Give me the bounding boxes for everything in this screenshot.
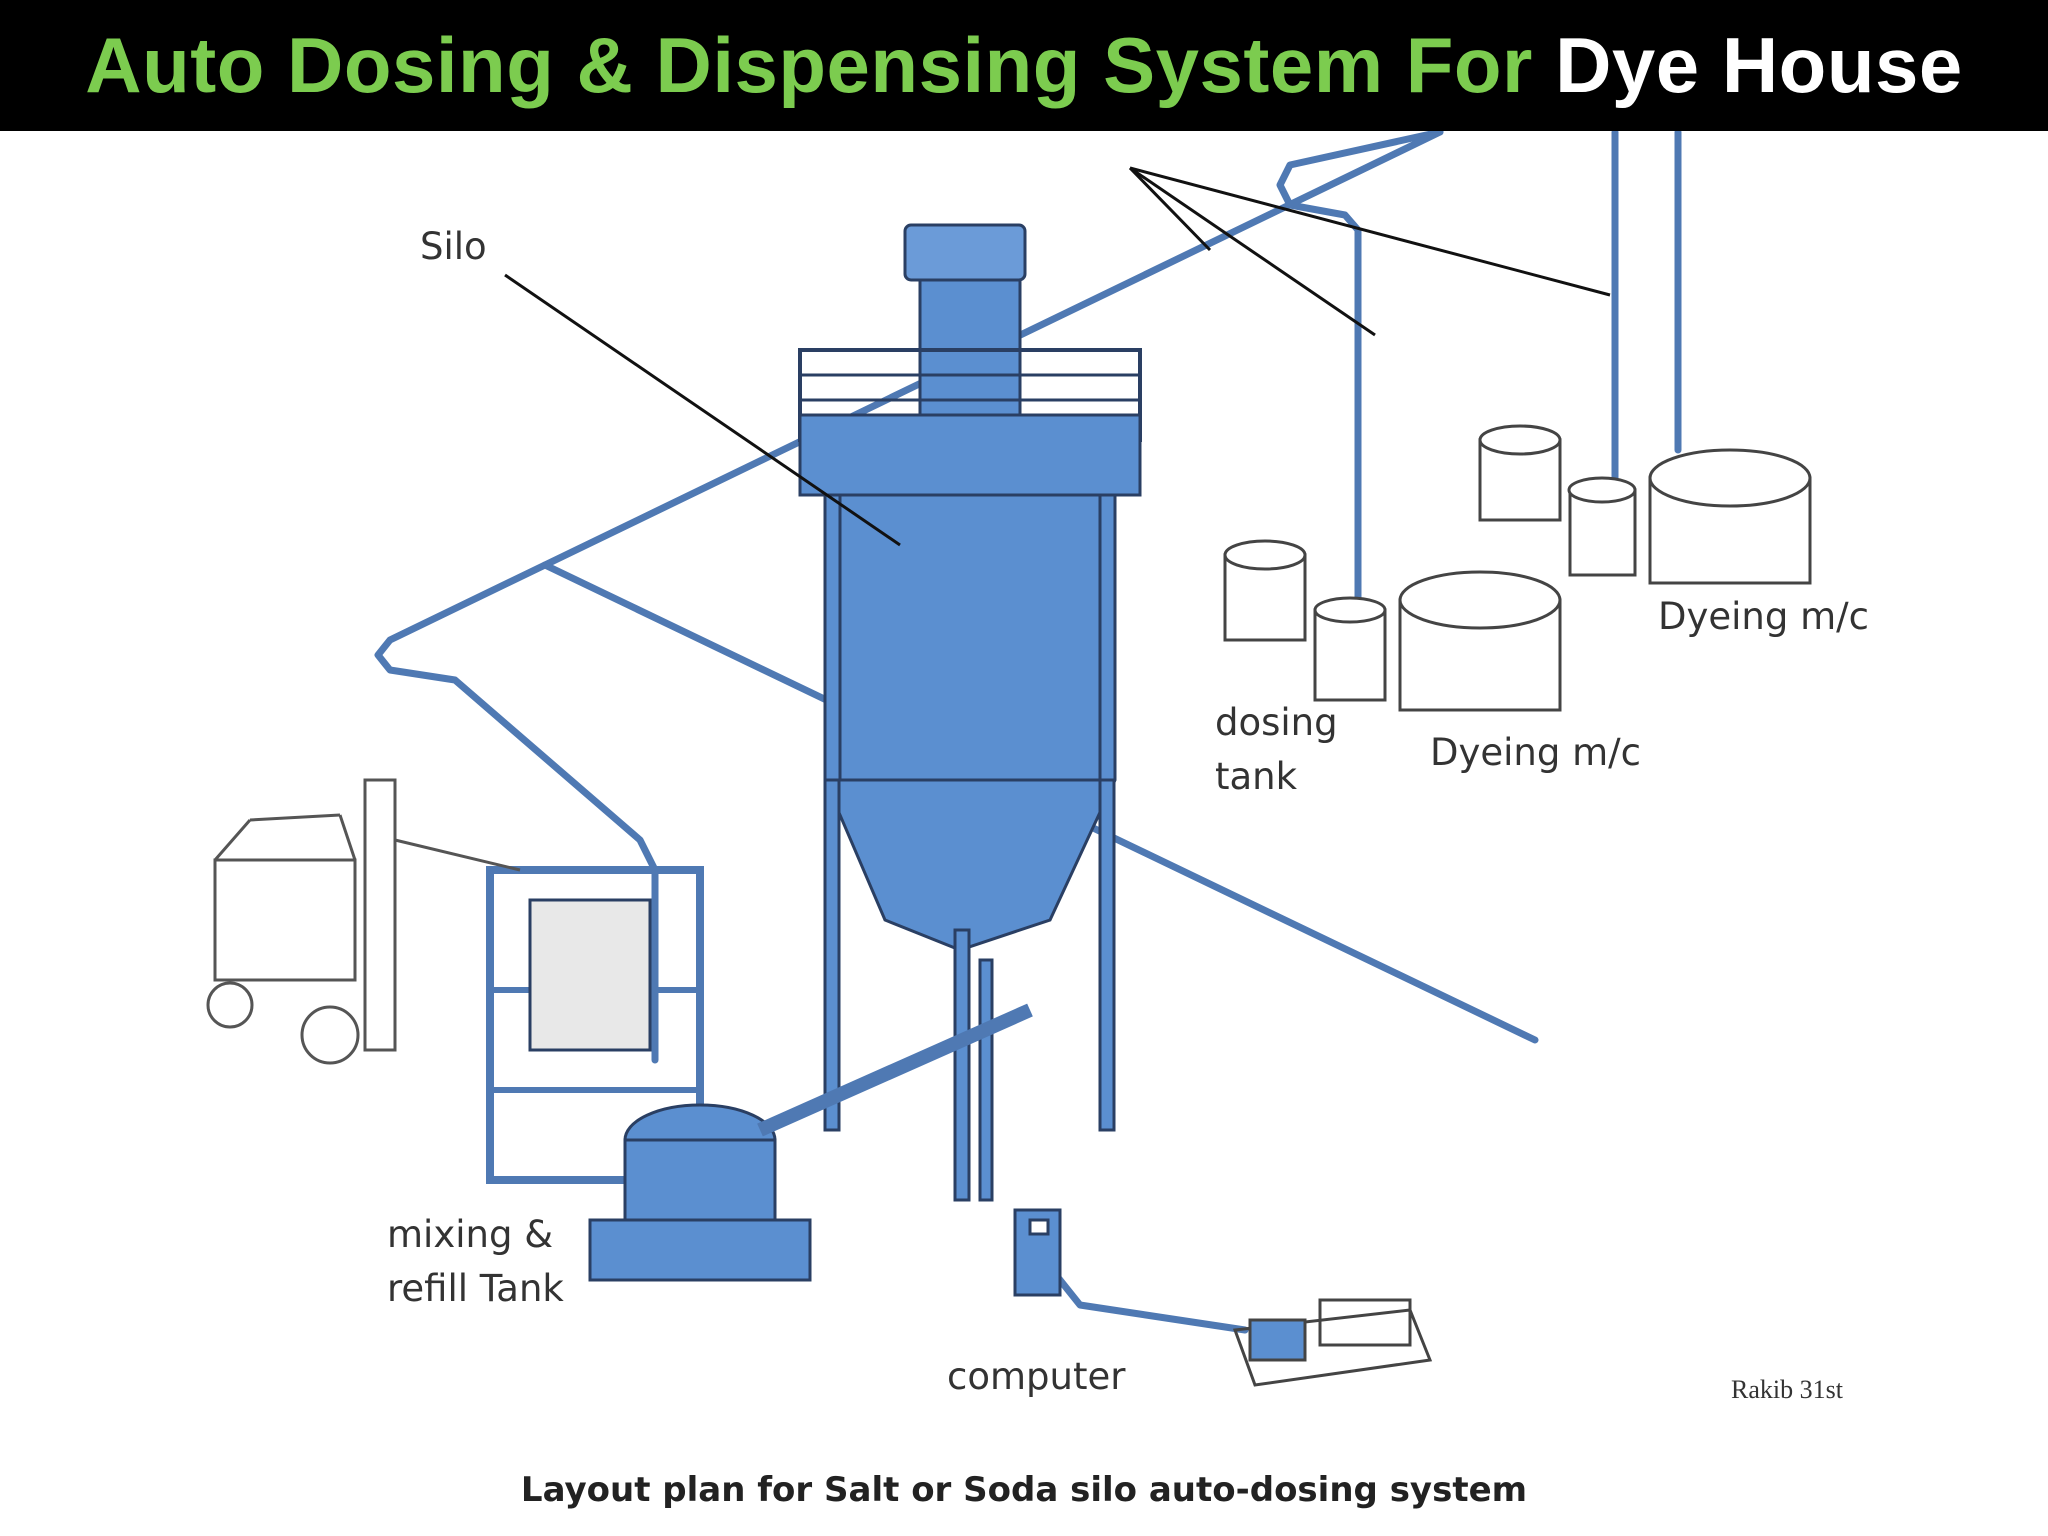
title-part-green: Auto Dosing & Dispensing System For: [85, 21, 1533, 109]
label-computer: computer: [947, 1355, 1126, 1398]
leader-lines: [504, 166, 1611, 547]
label-silo: Silo: [420, 225, 487, 268]
silo: [798, 223, 1142, 952]
signature: Rakib 31st: [1731, 1375, 1843, 1404]
computer-terminal: [1013, 1208, 1062, 1297]
title-part-white: Dye House: [1555, 21, 1963, 109]
forklift: [206, 778, 521, 1065]
pump-unit: [1232, 1298, 1433, 1387]
page-title: Auto Dosing & Dispensing System For Dye …: [85, 20, 1962, 111]
mixing-refill-tank: [486, 866, 1033, 1282]
dosing-tank-2: [1478, 424, 1562, 522]
label-mixing-line1: mixing &: [387, 1213, 554, 1256]
label-dyeing-mc-right: Dyeing m/c: [1658, 595, 1869, 638]
label-dosing-tank-line1: dosing: [1215, 701, 1338, 744]
label-dosing-tank-line2: tank: [1215, 755, 1298, 798]
dyeing-machine-center: [1313, 570, 1562, 712]
dosing-tank-1: [1223, 539, 1307, 642]
dyeing-machine-right: [1567, 448, 1812, 585]
label-mixing-line2: refill Tank: [387, 1267, 564, 1310]
title-bar: Auto Dosing & Dispensing System For Dye …: [0, 0, 2048, 131]
diagram-caption: Layout plan for Salt or Soda silo auto-d…: [520, 1470, 1528, 1510]
label-dyeing-mc-center: Dyeing m/c: [1430, 731, 1641, 774]
silo-legs: [823, 778, 1116, 1202]
